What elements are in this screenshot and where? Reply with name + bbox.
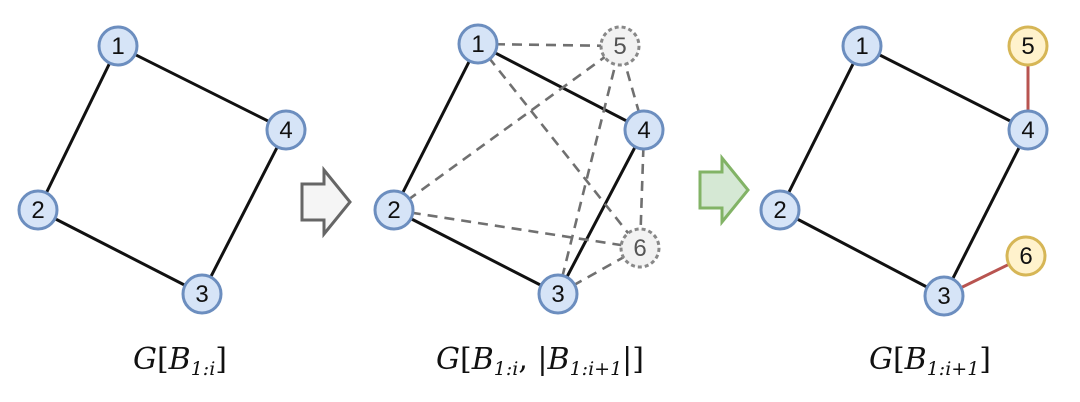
edge-n1-n4 [117,44,287,132]
node-label: 2 [31,197,44,224]
node-label: 5 [1021,33,1034,60]
node-circle [923,275,965,317]
caption-set-b: B [904,342,927,377]
node-circle [623,109,665,151]
node-label: 4 [1021,117,1034,144]
node-circle [599,25,641,67]
node-circle [457,23,499,65]
node-label: 1 [471,31,484,58]
edge-n2-n3 [393,208,559,296]
edge-n3-n4 [556,129,646,295]
node-circle [619,227,661,269]
edge-n1-n2 [392,43,480,211]
node-circle [1007,109,1049,151]
caption-set-b: B [471,342,494,377]
node-circle [537,273,579,315]
transition-arrow-green [698,153,750,227]
graph-node-4: 4 [623,109,665,151]
edge-n1-n2 [778,45,864,211]
caption-subscript-next: 1:i+1 [569,358,623,380]
node-circle [841,25,883,67]
graph-node-3: 3 [181,273,223,315]
block-arrow-shape [698,153,750,227]
edge-n1-n4 [861,44,1029,132]
node-label: 6 [633,235,646,262]
caption-comma: , [518,342,528,377]
node-circle [181,273,223,315]
caption-bracket-close: ] [215,342,228,377]
caption-g: G [868,342,893,377]
caption-bracket-open: [ [459,342,472,377]
edge-n2-n5 [393,44,621,212]
graph-node-2: 2 [759,189,801,231]
node-label: 4 [279,117,292,144]
node-circle [1005,235,1047,277]
graph-node-2: 2 [17,189,59,231]
caption-bracket-open: [ [892,342,905,377]
caption-bracket-close: ] [632,342,644,377]
caption-panel-2: G[B1:i, |B1:i+1|] [370,336,710,384]
graph-node-5: 5 [1007,25,1049,67]
node-circle [373,189,415,231]
node-label: 6 [1019,243,1032,270]
graph-node-4: 4 [265,109,307,151]
caption-bar-open: | [537,342,548,377]
caption-subscript: 1:i [190,358,216,380]
graph-panel-2: 1 2 3 4 5 6 [373,23,665,315]
node-label: 2 [387,197,400,224]
node-label: 1 [855,33,868,60]
block-arrow-shape [300,165,352,239]
graph-node-3: 3 [537,273,579,315]
caption-panel-1: G[B1:i] [60,336,300,384]
edge-n3-n4 [942,129,1030,297]
graph-node-3: 3 [923,275,965,317]
node-circle [97,25,139,67]
edge-n3-n5 [556,45,622,295]
caption-set-b-next: B [547,342,570,377]
node-label: 2 [773,197,786,224]
graph-node-5: 5 [599,25,641,67]
node-label: 3 [937,283,950,310]
edge-n1-n2 [36,45,120,211]
caption-g: G [132,342,157,377]
node-label: 3 [551,281,564,308]
node-circle [1007,25,1049,67]
caption-set-b: B [168,342,191,377]
edge-n3-n4 [200,129,288,295]
edge-n1-n5 [477,42,621,48]
edge-n2-n3 [779,208,945,298]
node-label: 1 [111,33,124,60]
graph-node-1: 1 [457,23,499,65]
edge-n1-n4 [477,42,645,132]
caption-bracket-open: [ [156,342,169,377]
transition-arrow-gray [300,165,352,239]
graph-node-1: 1 [97,25,139,67]
caption-subscript: 1:i+1 [926,358,980,380]
graph-panel-1: 1 2 3 4 [17,25,307,315]
node-label: 5 [613,33,626,60]
edge-n2-n3 [37,208,203,296]
graph-node-6: 6 [1005,235,1047,277]
node-circle [17,189,59,231]
graph-node-2: 2 [373,189,415,231]
caption-panel-3: G[B1:i+1] [800,336,1060,384]
node-circle [265,109,307,151]
graph-node-6: 6 [619,227,661,269]
graph-node-4: 4 [1007,109,1049,151]
node-label: 3 [195,281,208,308]
caption-g: G [436,342,460,377]
edge-n1-n6 [476,43,642,249]
caption-bracket-close: ] [979,342,992,377]
graph-panel-3: 1 2 3 4 5 6 [759,25,1049,317]
node-label: 4 [637,117,650,144]
node-circle [759,189,801,231]
edge-n2-n6 [393,208,641,250]
caption-bar-close: | [622,342,633,377]
graph-node-1: 1 [841,25,883,67]
caption-subscript: 1:i [493,358,519,380]
